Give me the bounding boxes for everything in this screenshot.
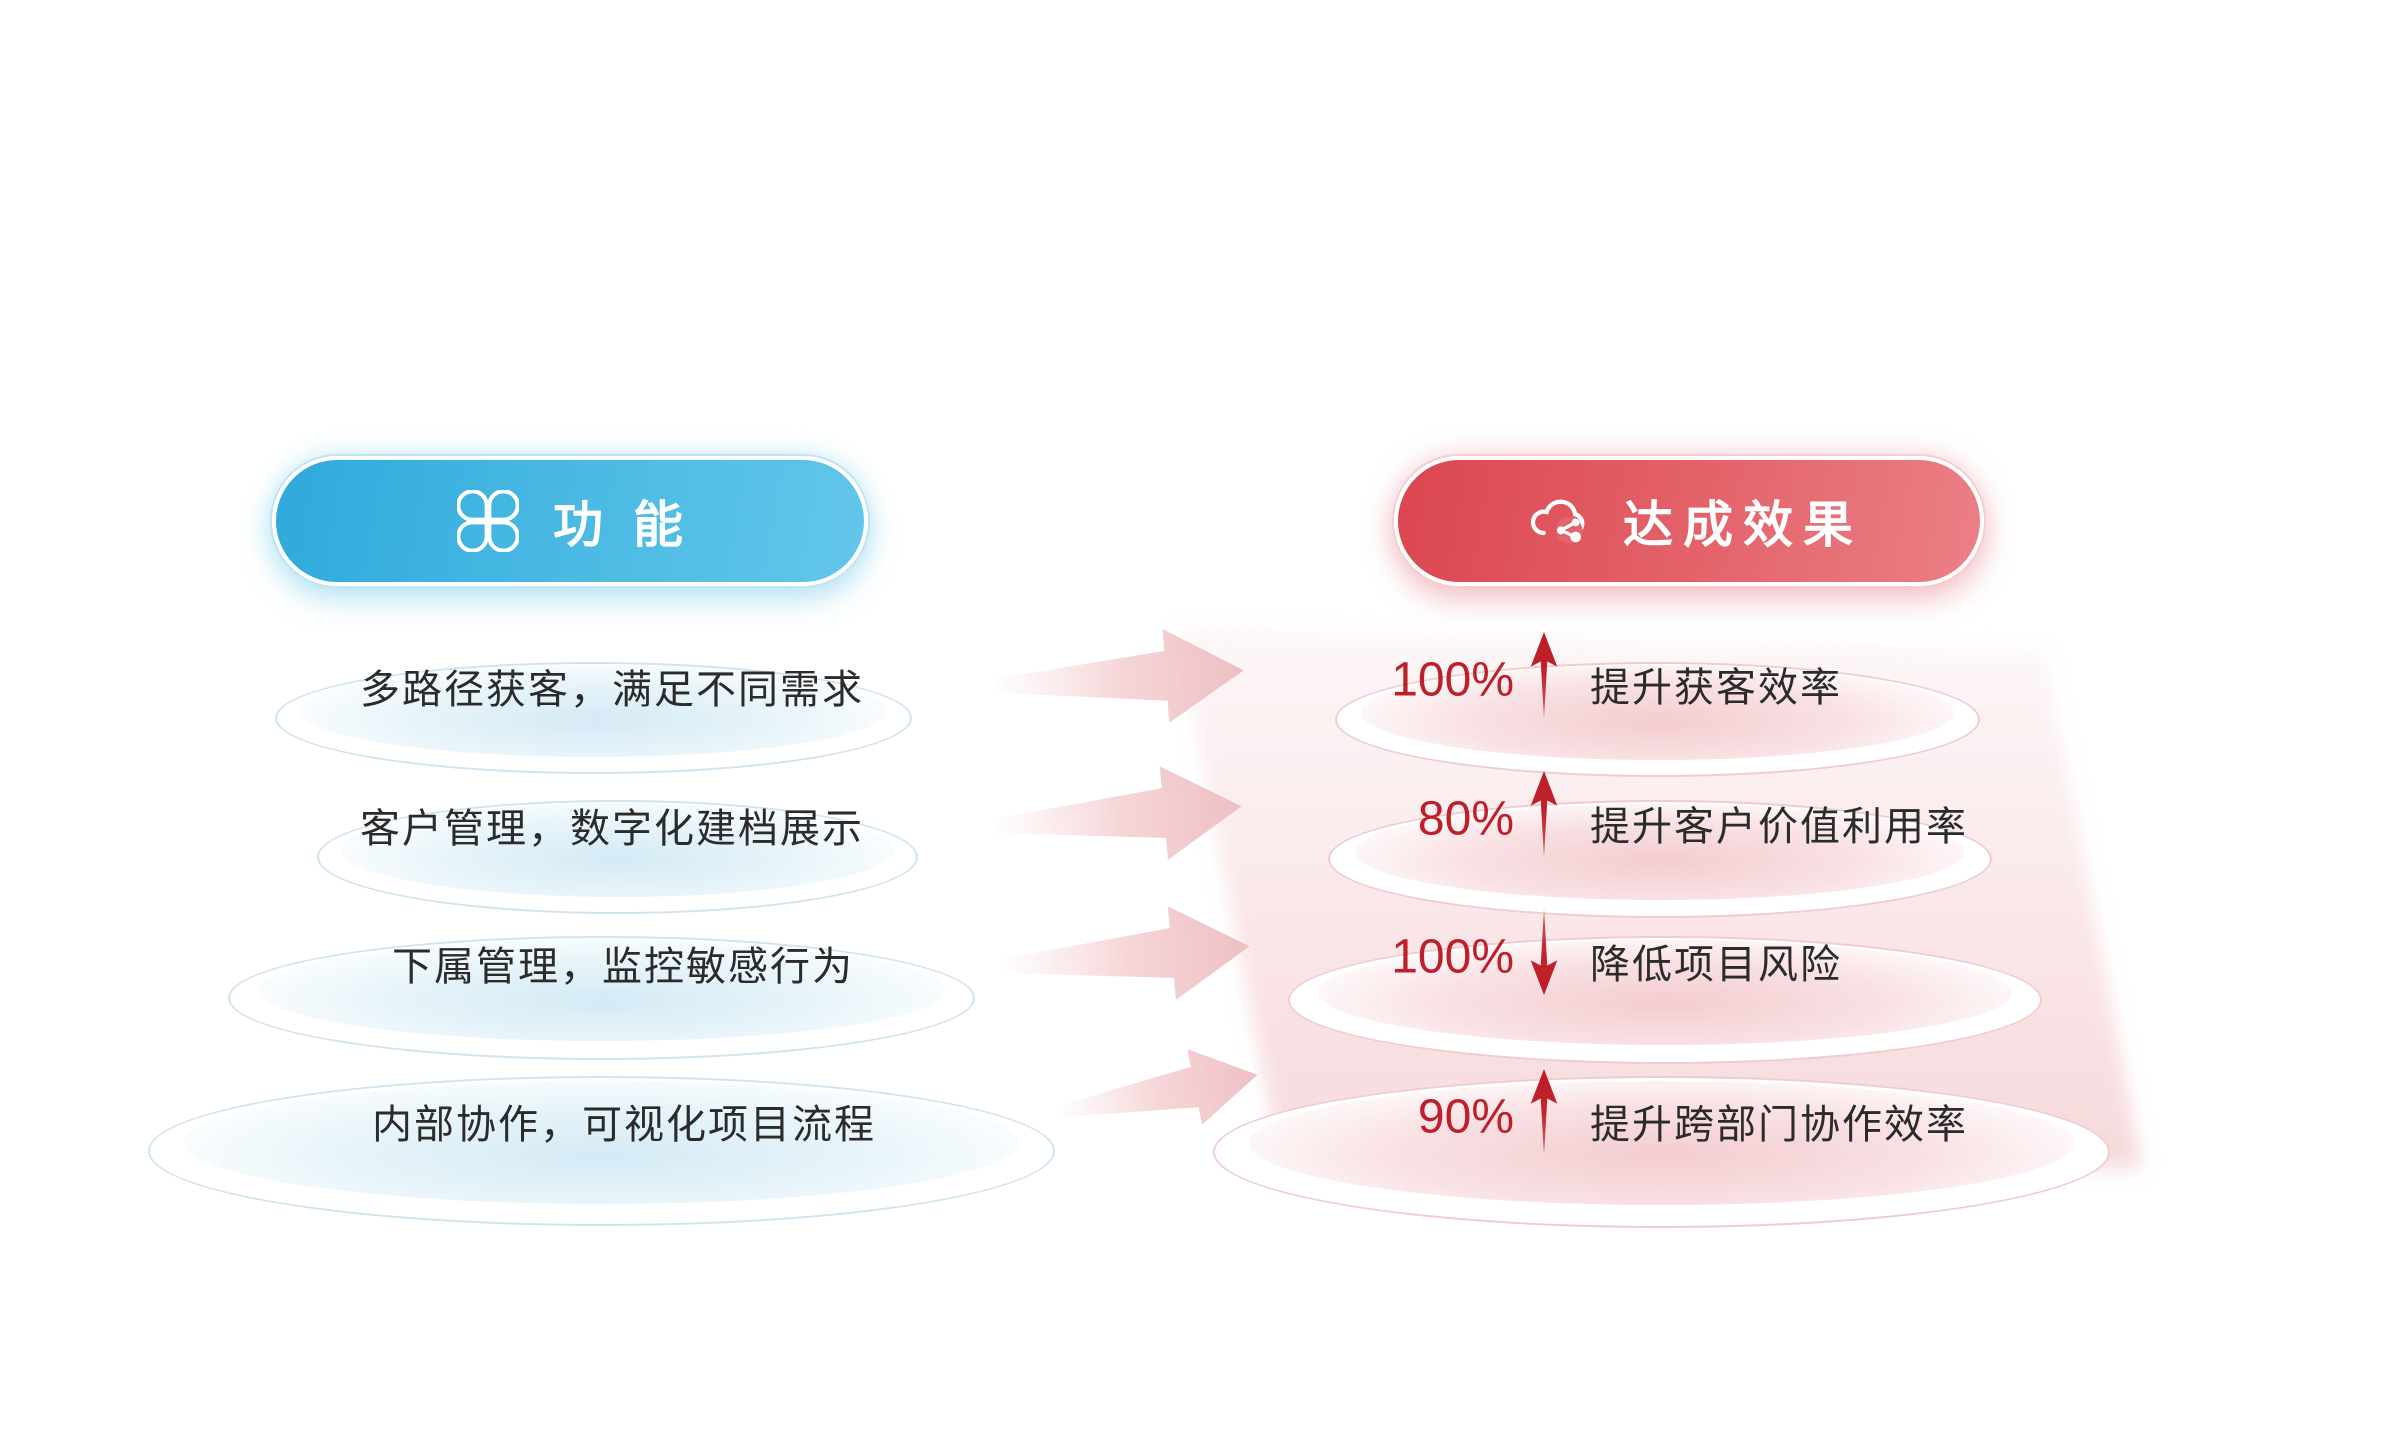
effect-dish	[1335, 662, 1980, 777]
effect-dish	[1288, 936, 2042, 1064]
effects-header-pill: 达成效果	[1394, 456, 1984, 586]
trend-up-icon	[1528, 632, 1560, 718]
effect-label: 提升跨部门协作效率	[1590, 1103, 1968, 1147]
feature-label: 多路径获客，满足不同需求	[360, 668, 864, 712]
feature-label: 下属管理，监控敏感行为	[392, 945, 854, 989]
trend-up-icon	[1528, 1069, 1560, 1155]
feature-dish	[275, 662, 912, 774]
percent-value: 80%	[1417, 792, 1514, 846]
cloud-share-icon	[1525, 489, 1589, 553]
trend-up-icon	[1528, 771, 1560, 857]
features-header-pill: 功能	[272, 456, 868, 586]
feature-label: 客户管理，数字化建档展示	[360, 807, 864, 851]
feature-dish	[317, 800, 918, 914]
connector-arrow	[1056, 1049, 1258, 1125]
effect-label: 提升客户价值利用率	[1590, 805, 1968, 849]
percent-value: 100%	[1391, 653, 1514, 707]
effect-label: 提升获客效率	[1590, 666, 1842, 710]
feature-dish	[148, 1076, 1055, 1226]
percent-value: 100%	[1391, 930, 1514, 984]
feature-dish	[228, 936, 975, 1060]
effect-label: 降低项目风险	[1590, 943, 1842, 987]
connector-arrow	[995, 628, 1244, 723]
features-header-label: 功能	[553, 497, 713, 553]
feature-label: 内部协作，可视化项目流程	[372, 1103, 876, 1147]
trend-down-icon	[1528, 909, 1560, 995]
effect-dish	[1328, 800, 1992, 918]
connector-arrow	[993, 766, 1242, 860]
effects-header-label: 达成效果	[1623, 497, 1863, 553]
clover-icon	[457, 490, 519, 552]
connector-arrow	[1001, 906, 1250, 1000]
effect-dish	[1213, 1076, 2110, 1228]
percent-value: 90%	[1417, 1090, 1514, 1144]
